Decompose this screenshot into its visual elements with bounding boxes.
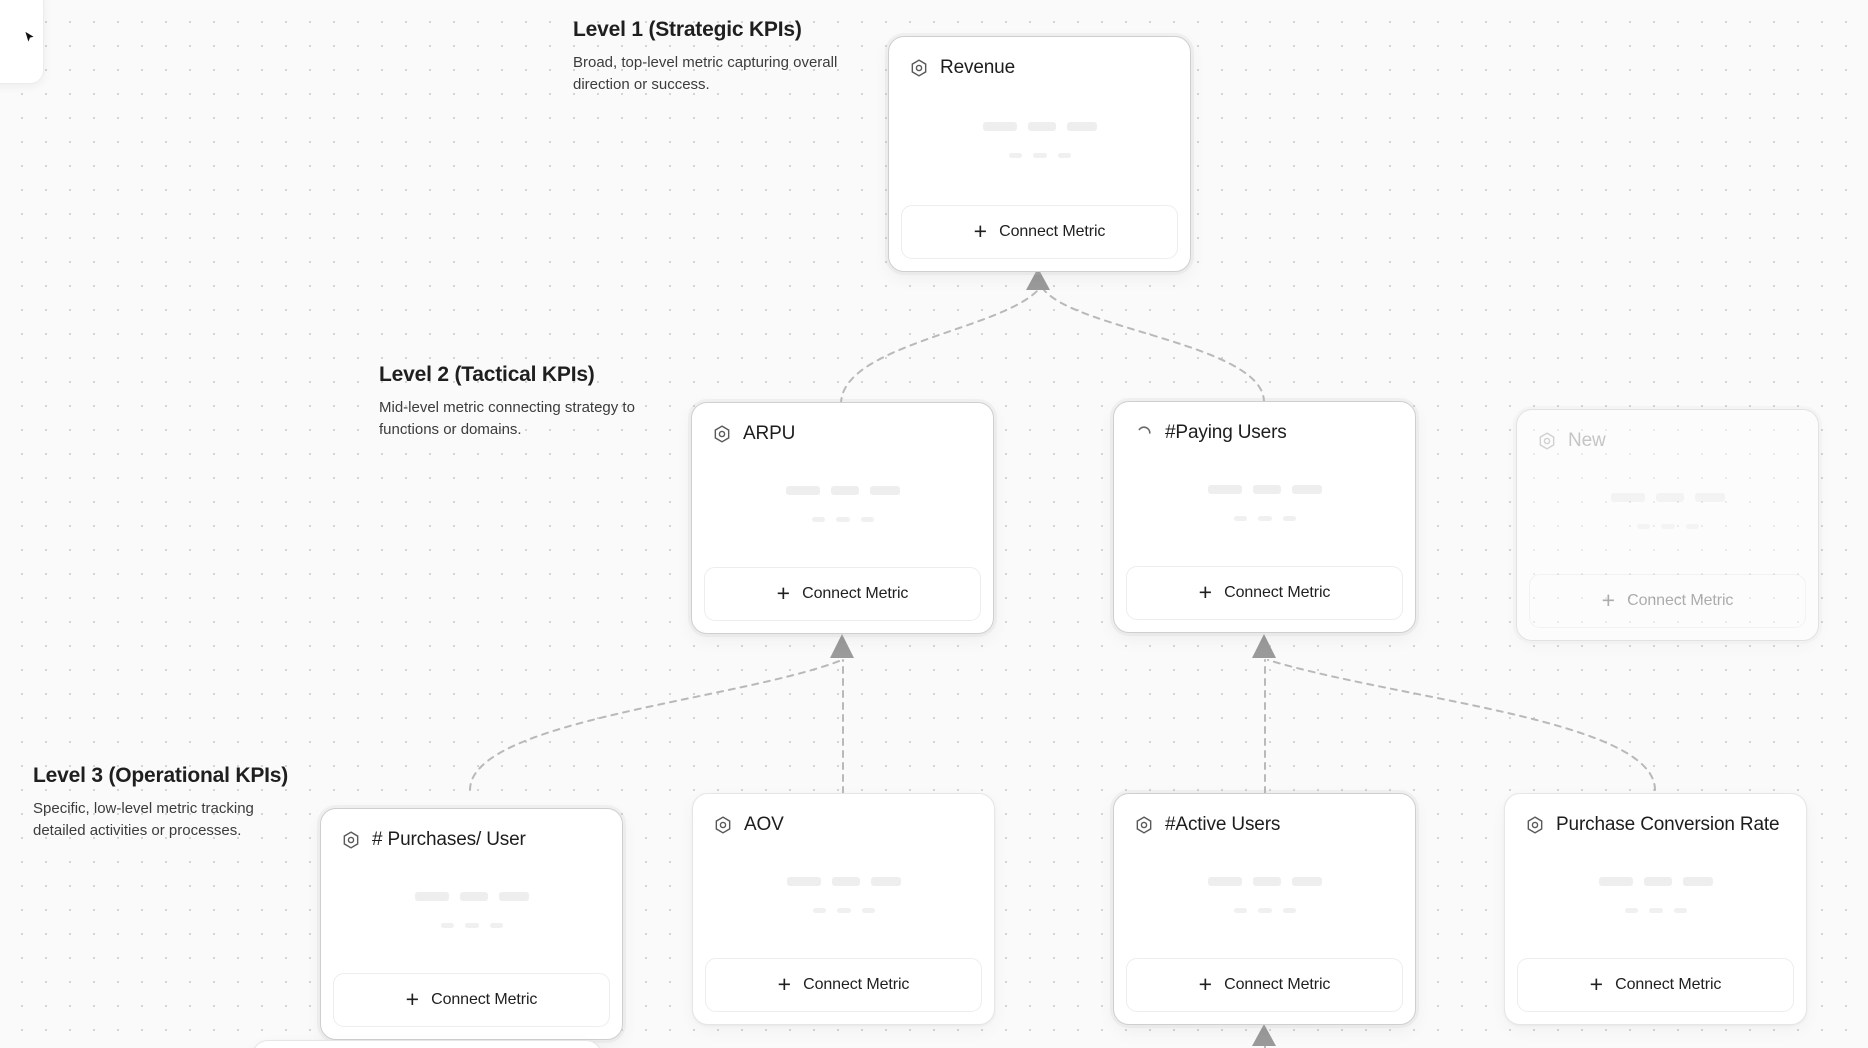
plus-icon: + — [776, 579, 791, 606]
metric-hexagon-icon — [1134, 815, 1154, 835]
node-skeleton-body — [1126, 836, 1403, 958]
plus-icon: + — [405, 985, 420, 1012]
node-skeleton-body — [1529, 452, 1806, 574]
level-1-label-group: Level 1 (Strategic KPIs) Broad, top-leve… — [573, 18, 843, 96]
plus-icon: + — [777, 970, 792, 997]
node-title: #Active Users — [1165, 814, 1281, 835]
metric-node-aov[interactable]: AOV + Connect Metric — [692, 793, 995, 1025]
connect-metric-button[interactable]: + Connect Metric — [901, 205, 1178, 259]
metric-node-revenue[interactable]: Revenue + Connect Metric — [888, 36, 1191, 272]
connect-metric-button[interactable]: + Connect Metric — [1126, 958, 1403, 1012]
node-title: AOV — [744, 814, 784, 835]
node-header: Revenue — [901, 49, 1178, 79]
loading-spinner-icon — [1134, 423, 1154, 443]
metric-node-purchases-per-user[interactable]: # Purchases/ User + Connect Metric — [320, 808, 623, 1040]
metric-hexagon-icon — [341, 830, 361, 850]
connect-metric-button[interactable]: + Connect Metric — [333, 973, 610, 1027]
node-header: New — [1529, 422, 1806, 452]
plus-icon: + — [973, 217, 988, 244]
metric-hexagon-icon — [909, 58, 929, 78]
connect-metric-button[interactable]: + Connect Metric — [1126, 566, 1403, 620]
connect-metric-button[interactable]: + Connect Metric — [705, 958, 982, 1012]
connect-metric-button[interactable]: + Connect Metric — [1529, 574, 1806, 628]
level-2-label-group: Level 2 (Tactical KPIs) Mid-level metric… — [379, 363, 649, 441]
metric-node-offscreen-lower[interactable] — [252, 1040, 602, 1048]
level-3-title: Level 3 (Operational KPIs) — [33, 764, 289, 787]
connect-metric-button[interactable]: + Connect Metric — [704, 567, 981, 621]
connect-metric-label: Connect Metric — [1627, 592, 1734, 609]
level-2-description: Mid-level metric connecting strategy to … — [379, 399, 635, 438]
metric-hexagon-icon — [1537, 431, 1557, 451]
node-title: # Purchases/ User — [372, 829, 526, 850]
node-title: Revenue — [940, 57, 1016, 78]
node-header: AOV — [705, 806, 982, 836]
node-title: #Paying Users — [1165, 422, 1287, 443]
level-3-description: Specific, low-level metric tracking deta… — [33, 800, 254, 839]
node-title: New — [1568, 430, 1606, 451]
plus-icon: + — [1198, 970, 1213, 997]
cursor-arrow-icon — [23, 31, 35, 43]
node-skeleton-body — [333, 851, 610, 973]
connect-metric-label: Connect Metric — [1615, 976, 1722, 993]
connect-metric-label: Connect Metric — [431, 991, 538, 1008]
connect-metric-button[interactable]: + Connect Metric — [1517, 958, 1794, 1012]
connect-metric-label: Connect Metric — [1224, 584, 1331, 601]
plus-icon: + — [1589, 970, 1604, 997]
node-skeleton-body — [901, 79, 1178, 205]
metric-node-purchase-conversion-rate[interactable]: Purchase Conversion Rate + Connect Metri… — [1504, 793, 1807, 1025]
metric-node-new[interactable]: New + Connect Metric — [1516, 409, 1819, 641]
connect-metric-label: Connect Metric — [999, 223, 1106, 240]
floating-toolbar-panel[interactable] — [0, 0, 44, 84]
connect-metric-label: Connect Metric — [1224, 976, 1331, 993]
node-header: # Purchases/ User — [333, 821, 610, 851]
level-3-label-group: Level 3 (Operational KPIs) Specific, low… — [33, 764, 303, 842]
plus-icon: + — [1198, 578, 1213, 605]
metric-hexagon-icon — [712, 424, 732, 444]
node-skeleton-body — [705, 836, 982, 958]
level-1-description: Broad, top-level metric capturing overal… — [573, 54, 838, 93]
node-skeleton-body — [1126, 444, 1403, 566]
node-title: ARPU — [743, 423, 796, 444]
metric-node-arpu[interactable]: ARPU + Connect Metric — [691, 402, 994, 634]
node-header: #Paying Users — [1126, 414, 1403, 444]
node-header: Purchase Conversion Rate — [1517, 806, 1794, 836]
level-2-title: Level 2 (Tactical KPIs) — [379, 363, 595, 386]
node-skeleton-body — [704, 445, 981, 567]
level-1-title: Level 1 (Strategic KPIs) — [573, 18, 802, 41]
connect-metric-label: Connect Metric — [802, 585, 909, 602]
node-header: #Active Users — [1126, 806, 1403, 836]
plus-icon: + — [1601, 586, 1616, 613]
metric-node-paying-users[interactable]: #Paying Users + Connect Metric — [1113, 401, 1416, 633]
node-title: Purchase Conversion Rate — [1556, 814, 1780, 835]
node-skeleton-body — [1517, 836, 1794, 958]
connect-metric-label: Connect Metric — [803, 976, 910, 993]
node-header: ARPU — [704, 415, 981, 445]
metric-hexagon-icon — [713, 815, 733, 835]
metric-node-active-users[interactable]: #Active Users + Connect Metric — [1113, 793, 1416, 1025]
metric-hexagon-icon — [1525, 815, 1545, 835]
